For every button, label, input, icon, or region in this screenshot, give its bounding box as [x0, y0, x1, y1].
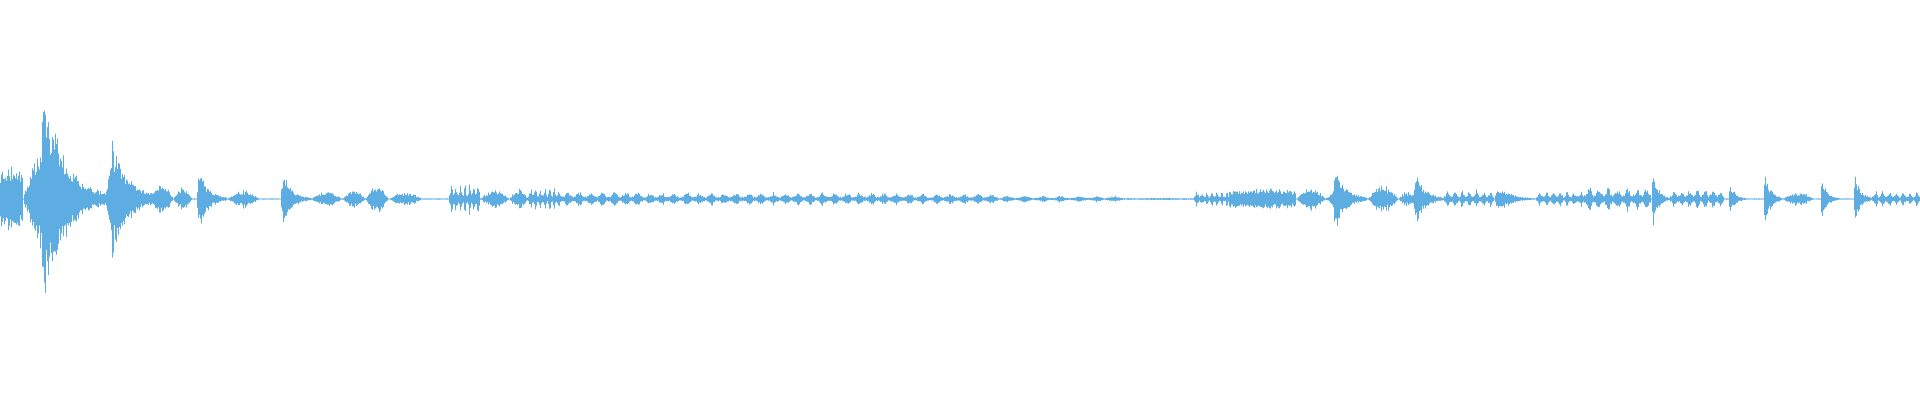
waveform-trace: [0, 110, 1920, 293]
